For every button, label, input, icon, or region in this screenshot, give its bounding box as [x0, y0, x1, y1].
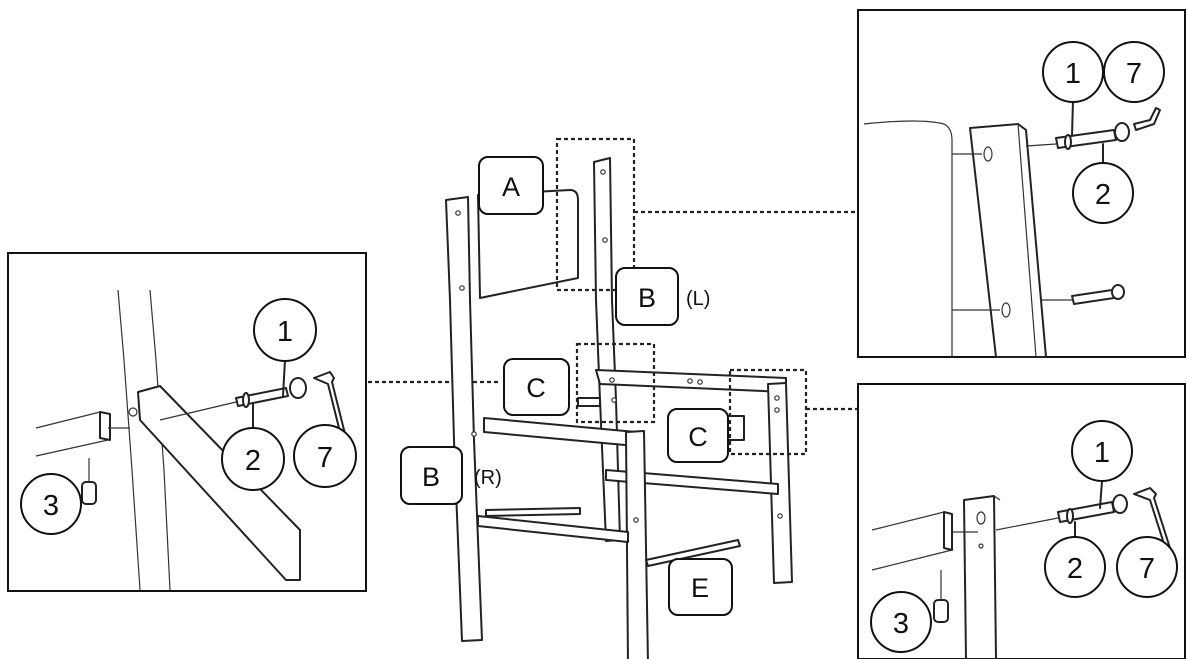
callout-bottom-right-3: 3: [870, 591, 932, 653]
svg-text:C: C: [526, 373, 546, 403]
svg-text:2: 2: [1067, 553, 1083, 585]
part-label-c-upper: C: [503, 358, 570, 416]
side-note-left: (L): [686, 288, 710, 310]
callout-top-right-7: 7: [1103, 41, 1165, 103]
part-label-c-lower: C: [667, 408, 729, 463]
callout-bottom-right-7: 7: [1116, 536, 1178, 598]
callout-top-right-2: 2: [1072, 162, 1134, 224]
svg-text:3: 3: [893, 608, 909, 640]
svg-text:2: 2: [245, 445, 261, 477]
side-note-right: (R): [474, 467, 502, 489]
callout-left-2: 2: [221, 427, 285, 491]
callout-left-3: 3: [20, 473, 82, 535]
part-label-e: E: [668, 558, 733, 616]
svg-text:1: 1: [1065, 58, 1081, 90]
svg-text:7: 7: [317, 442, 333, 474]
svg-text:C: C: [688, 422, 708, 452]
svg-text:7: 7: [1126, 58, 1142, 90]
callout-left-7: 7: [293, 424, 357, 488]
svg-text:B: B: [422, 462, 440, 492]
chair-drawing: [445, 157, 793, 659]
leader-lines: [368, 210, 858, 411]
callout-left-1: 1: [253, 298, 317, 362]
svg-text:1: 1: [1094, 437, 1110, 469]
svg-text:1: 1: [277, 316, 293, 348]
svg-text:A: A: [502, 172, 520, 202]
part-label-a: A: [478, 156, 544, 215]
callout-bottom-right-2: 2: [1044, 536, 1106, 598]
svg-text:B: B: [638, 283, 656, 313]
part-label-b-left: B: [615, 267, 679, 326]
svg-text:7: 7: [1139, 553, 1155, 585]
callout-bottom-right-1: 1: [1071, 420, 1133, 482]
svg-text:2: 2: [1095, 179, 1111, 211]
svg-text:3: 3: [43, 490, 59, 522]
svg-text:E: E: [691, 573, 709, 603]
part-label-b-right: B: [400, 446, 463, 505]
callout-top-right-1: 1: [1042, 41, 1104, 103]
detail-markers: [555, 137, 808, 456]
detail-panel-left: [7, 252, 367, 592]
